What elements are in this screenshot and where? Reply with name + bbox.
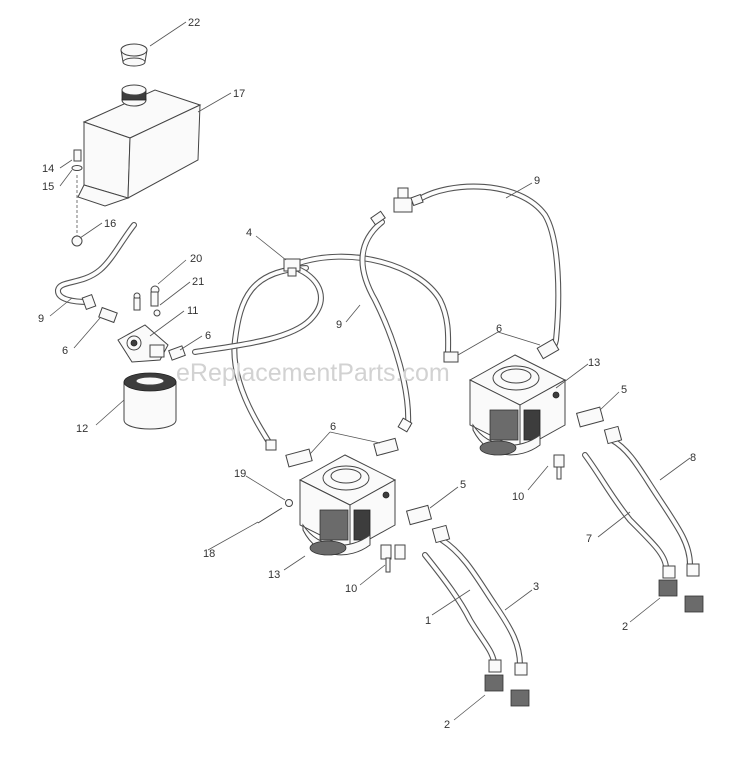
callout-10-left: 10 xyxy=(345,583,357,595)
filter-head xyxy=(117,285,169,363)
callout-6-pump-left: 6 xyxy=(330,421,336,433)
leader-lines xyxy=(49,21,691,721)
callout-8: 8 xyxy=(690,452,696,464)
callout-6-filter: 6 xyxy=(205,330,211,342)
callout-20: 20 xyxy=(190,253,202,265)
callout-13-left: 13 xyxy=(268,569,280,581)
callout-6-left: 6 xyxy=(62,345,68,357)
reservoir-cap xyxy=(120,43,148,67)
callout-22: 22 xyxy=(188,17,200,29)
callout-1: 1 xyxy=(425,615,431,627)
callout-19: 19 xyxy=(234,468,246,480)
callout-11: 11 xyxy=(187,305,198,317)
callout-16: 16 xyxy=(104,218,116,230)
callout-9-right: 9 xyxy=(534,175,540,187)
watermark-text: eReplacementParts.com xyxy=(176,359,450,387)
callout-7: 7 xyxy=(586,533,592,545)
callout-10-right: 10 xyxy=(512,491,524,503)
hydraulic-filter xyxy=(123,372,177,430)
tank-screw xyxy=(71,149,83,247)
callout-labels: 22 17 14 15 16 9 20 21 11 6 6 12 4 9 9 6… xyxy=(38,17,696,731)
callout-6-pump-right: 6 xyxy=(496,323,502,335)
callout-14: 14 xyxy=(42,163,54,175)
callout-2-left: 2 xyxy=(444,719,450,731)
reservoir-tank xyxy=(77,84,202,207)
callout-18: 18 xyxy=(203,548,215,560)
fitting-set xyxy=(81,187,704,707)
callout-2-right: 2 xyxy=(622,621,628,633)
callout-15: 15 xyxy=(42,181,54,193)
pump-right xyxy=(468,354,567,456)
callout-4: 4 xyxy=(246,227,252,239)
callout-9-left: 9 xyxy=(38,313,44,325)
callout-21: 21 xyxy=(192,276,204,288)
callout-12: 12 xyxy=(76,423,88,435)
callout-17: 17 xyxy=(233,88,245,100)
pump-left xyxy=(298,454,397,556)
callout-5-left: 5 xyxy=(460,479,466,491)
callout-3: 3 xyxy=(533,581,539,593)
callout-13-right: 13 xyxy=(588,357,600,369)
callout-9-center: 9 xyxy=(336,319,342,331)
hose-group xyxy=(55,183,693,668)
callout-5-right: 5 xyxy=(621,384,627,396)
